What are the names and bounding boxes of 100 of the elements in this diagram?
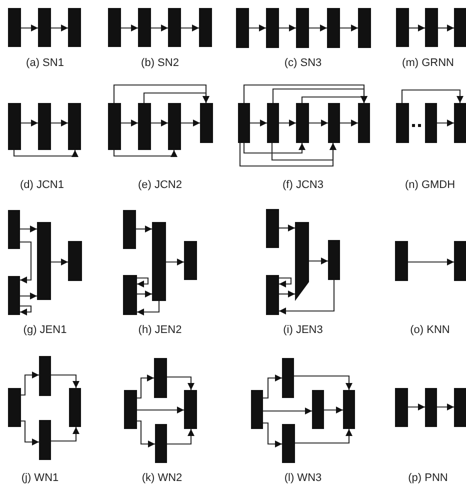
arrow — [272, 88, 368, 103]
arrow — [243, 143, 306, 154]
arrow — [309, 258, 328, 264]
arrow — [279, 224, 295, 232]
arrow — [295, 429, 352, 444]
arrow — [243, 84, 368, 103]
layer-bar — [37, 222, 51, 300]
layer-bar — [267, 103, 279, 143]
layer-bar — [395, 388, 408, 427]
panel-caption: (a) SN1 — [26, 57, 64, 69]
arrow — [137, 406, 184, 414]
layer-bar — [358, 8, 371, 48]
panel-caption: (b) SN2 — [141, 57, 179, 69]
arrow — [279, 277, 292, 288]
arrow — [309, 24, 327, 32]
layer-bar — [155, 424, 167, 463]
arrow — [250, 120, 267, 126]
arrow — [409, 24, 425, 32]
panel-caption: (l) WN3 — [284, 472, 322, 484]
layer-bar — [168, 8, 181, 47]
layer-bar — [184, 390, 197, 429]
layer-bar — [296, 8, 309, 48]
layer-bar — [236, 8, 249, 48]
panel-caption: (h) JEN2 — [138, 324, 182, 336]
layer-bar — [8, 276, 20, 315]
arrow — [143, 92, 210, 103]
arrow — [51, 258, 68, 266]
panel-caption: (i) JEN3 — [283, 324, 323, 336]
layer-bar — [154, 358, 167, 398]
arrow — [438, 24, 454, 32]
panel-caption: (d) JCN1 — [20, 179, 64, 191]
arrow — [301, 96, 368, 103]
arrow — [263, 408, 312, 414]
layer-bar — [396, 103, 409, 143]
layer-bar — [395, 241, 408, 281]
arrow — [279, 120, 296, 126]
arrow — [166, 258, 184, 266]
layer-bar — [39, 356, 51, 396]
layer-bar — [266, 209, 279, 248]
layer-bar — [68, 241, 82, 281]
layer-bar — [295, 222, 309, 301]
layer-bar — [184, 241, 197, 280]
layer-bar — [68, 8, 81, 47]
layer-bar — [200, 103, 213, 143]
arrow — [263, 422, 282, 448]
arrow — [137, 277, 149, 288]
arrow — [51, 427, 80, 442]
layer-bar — [8, 210, 20, 249]
arrow — [21, 372, 39, 396]
layer-bar — [199, 8, 212, 47]
arrow — [51, 24, 68, 32]
layer-bar — [38, 103, 51, 150]
arrow — [437, 404, 454, 410]
arrow — [136, 226, 152, 232]
arrow — [137, 301, 160, 316]
arrow — [151, 120, 168, 126]
layer-bar — [123, 275, 137, 315]
arrow — [113, 84, 210, 103]
layer-bar — [396, 8, 409, 47]
layer-bar — [282, 358, 294, 398]
arrow — [181, 24, 199, 32]
panel-caption: (e) JCN2 — [138, 179, 182, 191]
arrow — [279, 24, 296, 32]
arrow — [13, 150, 78, 157]
arrow — [408, 258, 454, 266]
arrow — [21, 420, 39, 446]
arrow — [408, 404, 425, 410]
layer-bar — [238, 103, 250, 143]
layer-bar — [138, 8, 151, 47]
arrow — [20, 305, 32, 316]
panel-caption: (p) PNN — [408, 472, 448, 484]
layer-bar — [296, 103, 309, 143]
arrow — [21, 120, 38, 126]
layer-bar — [152, 222, 166, 301]
layer-bar — [251, 390, 263, 429]
arrow — [437, 120, 454, 126]
arrow — [340, 120, 358, 126]
arrow — [20, 226, 37, 232]
arrow — [20, 292, 37, 300]
panel-caption: (g) JEN1 — [23, 324, 67, 336]
layer-bar — [8, 103, 21, 150]
layer-bar — [124, 390, 137, 429]
arrow — [51, 374, 80, 388]
panel-caption: (c) SN3 — [284, 57, 322, 69]
arrow — [263, 374, 282, 399]
layer-bar — [312, 390, 324, 429]
panel-caption: (n) GMDH — [404, 179, 456, 191]
arrow — [239, 143, 336, 167]
arrow — [181, 120, 200, 126]
layer-bar — [327, 8, 340, 48]
panel-caption: (m) GRNN — [402, 57, 454, 69]
arrow — [279, 290, 295, 298]
arrow — [20, 241, 32, 284]
panel-caption: (o) KNN — [410, 324, 450, 336]
layer-bar — [39, 420, 51, 460]
panel-caption: (k) WN2 — [142, 472, 182, 484]
arrow — [21, 24, 38, 32]
arrow — [340, 24, 358, 32]
arrow — [167, 376, 194, 390]
layer-bar — [266, 275, 279, 315]
